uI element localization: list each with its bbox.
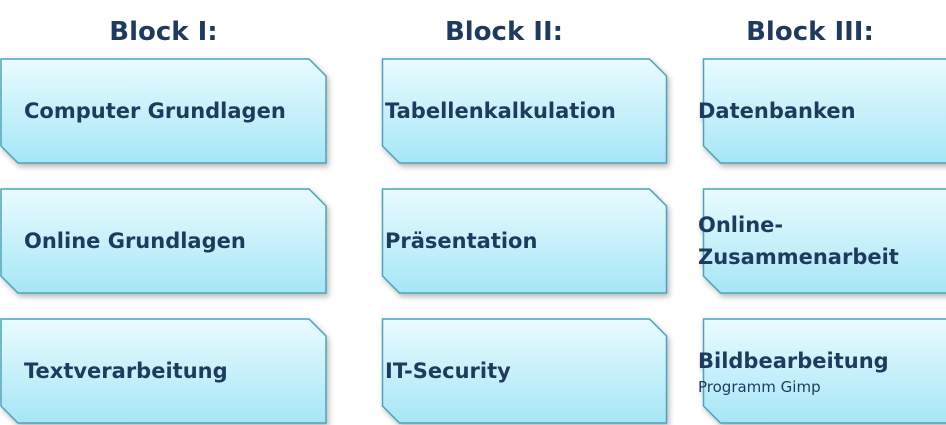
- module-label: Textverarbeitung: [24, 359, 228, 383]
- module-box-datenbanken: Datenbanken: [674, 58, 946, 164]
- module-box-tabellenkalkulation: Tabellenkalkulation: [361, 58, 668, 164]
- module-box-textverarbeitung: Textverarbeitung: [0, 318, 327, 424]
- module-label: Bildbearbeitung: [698, 349, 889, 373]
- block-1-title: Block I:: [109, 17, 218, 47]
- module-box-outline: [381, 58, 668, 164]
- module-label: IT-Security: [385, 359, 511, 383]
- module-box-online-grundlagen: Online Grundlagen: [0, 188, 327, 294]
- module-box-outline: [0, 188, 327, 294]
- module-box-computer-grundlagen: Computer Grundlagen: [0, 58, 327, 164]
- module-box-shape: [381, 58, 668, 164]
- module-label: Präsentation: [385, 229, 538, 253]
- module-box-outline: [381, 188, 668, 294]
- module-label: Datenbanken: [698, 99, 856, 123]
- module-sublabel: Programm Gimp: [698, 378, 821, 396]
- module-box-shape: [0, 58, 327, 164]
- module-box-bildbearbeitung: Bildbearbeitung Programm Gimp: [674, 318, 946, 424]
- module-box-shape: [381, 188, 668, 294]
- module-label: Tabellenkalkulation: [385, 99, 616, 123]
- module-box-outline: [702, 188, 946, 294]
- module-box-shape: [702, 188, 946, 294]
- module-box-shape: [0, 318, 327, 424]
- module-box-shape: [702, 58, 946, 164]
- module-box-shape: [381, 318, 668, 424]
- module-box-shape: [0, 188, 327, 294]
- block-3-title: Block III:: [746, 17, 874, 47]
- module-box-it-security: IT-Security: [361, 318, 668, 424]
- module-box-outline: [0, 58, 327, 164]
- module-label: Computer Grundlagen: [24, 99, 286, 123]
- module-label: Online- Zusammenarbeit: [698, 213, 899, 269]
- module-box-outline: [381, 318, 668, 424]
- module-box-outline: [702, 318, 946, 424]
- module-box-shape: [702, 318, 946, 424]
- block-2-title: Block II:: [444, 17, 564, 47]
- module-box-outline: [0, 318, 327, 424]
- module-box-outline: [702, 58, 946, 164]
- module-label: Online Grundlagen: [24, 229, 246, 253]
- module-box-online-zusammenarbeit: Online- Zusammenarbeit: [674, 188, 946, 294]
- module-box-praesentation: Präsentation: [361, 188, 668, 294]
